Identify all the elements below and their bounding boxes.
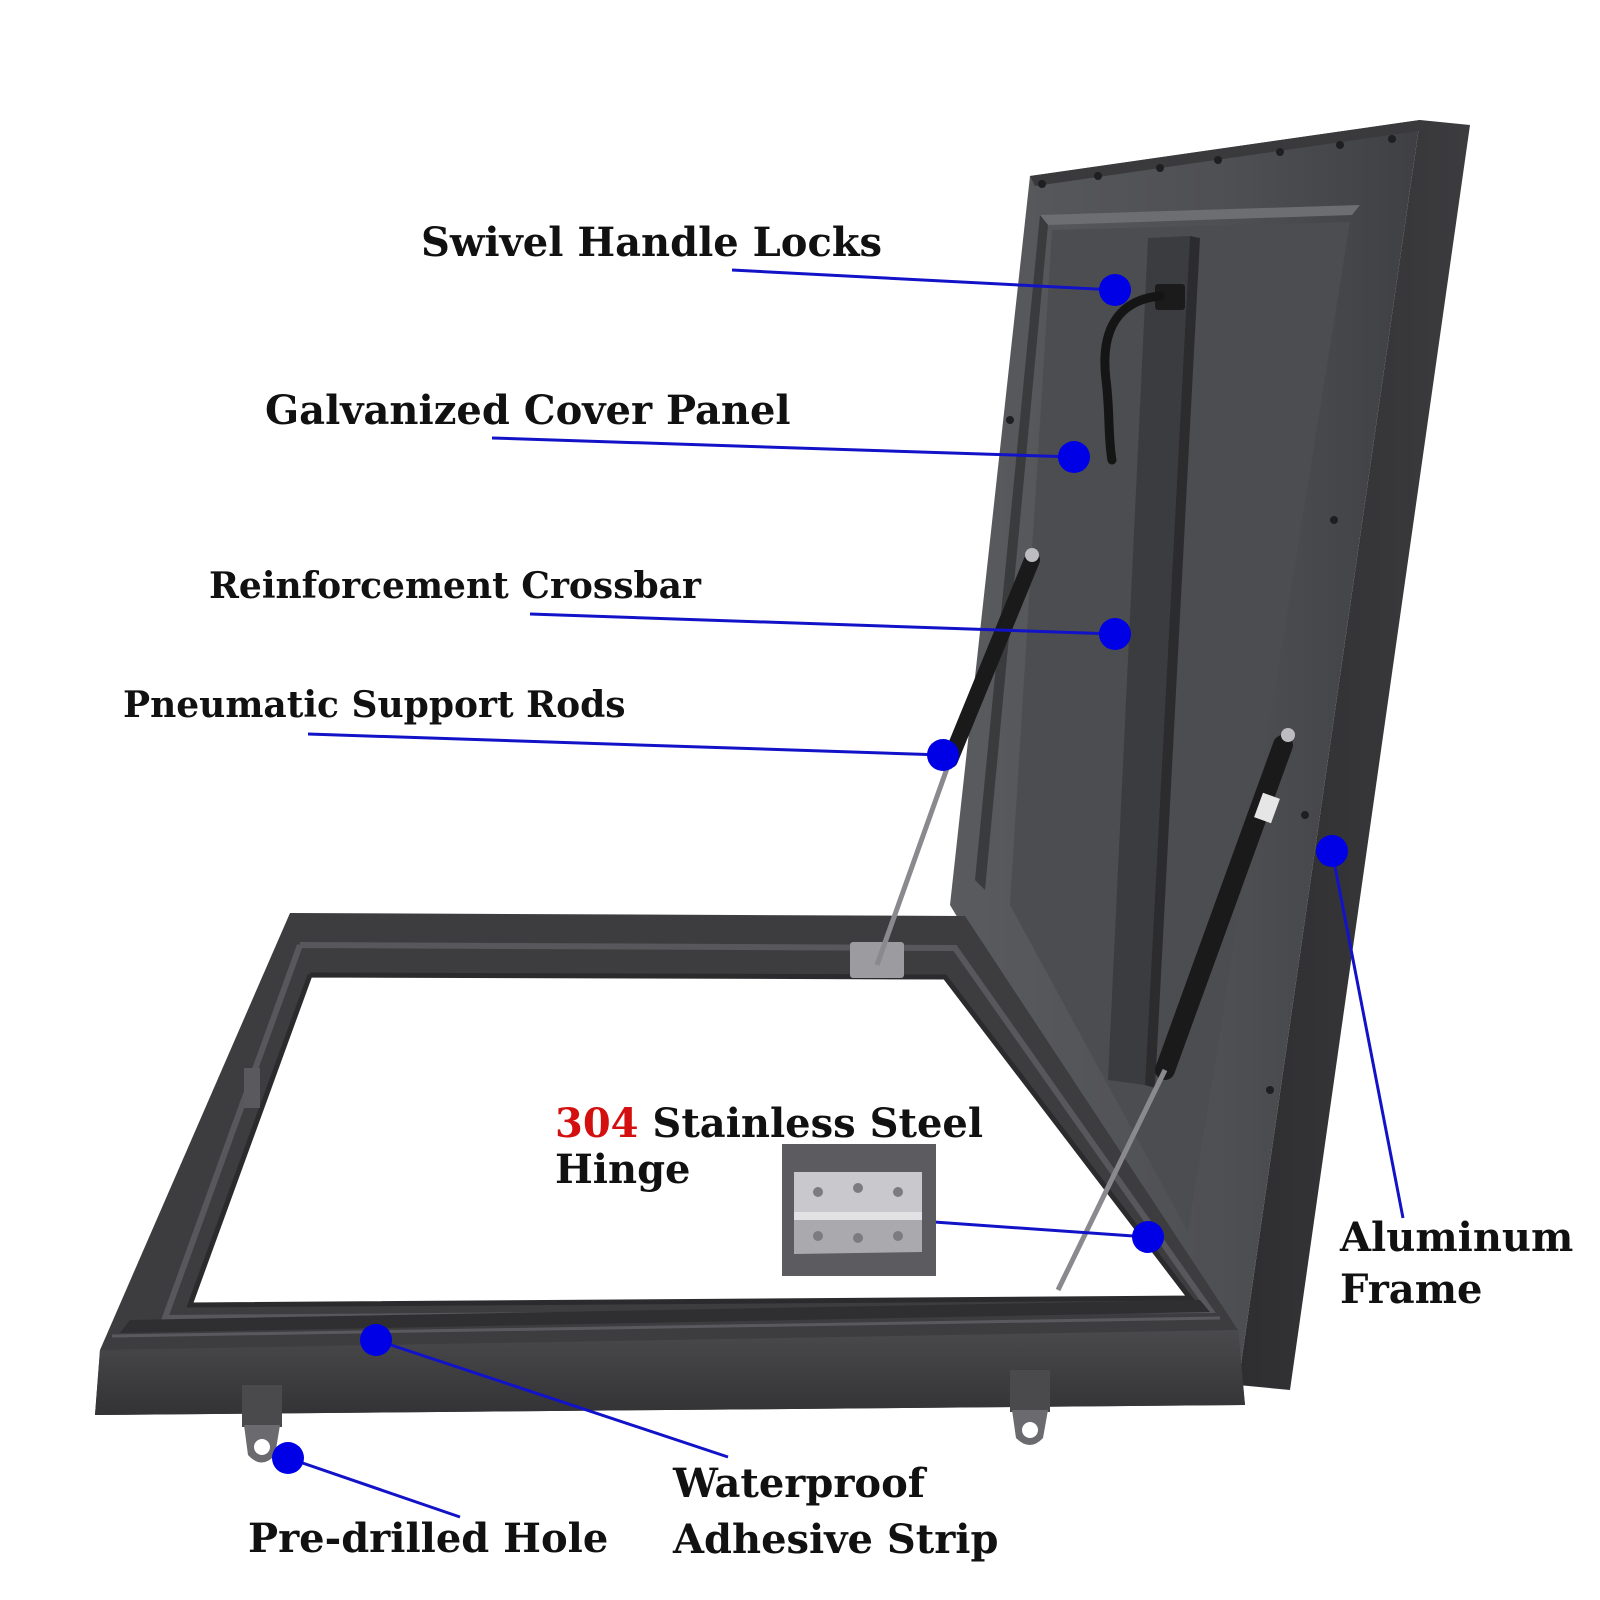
waterproof-line1: Waterproof xyxy=(673,1460,925,1507)
label-swivel-handle-locks: Swivel Handle Locks xyxy=(421,219,883,266)
label-hinge: 304 Stainless Steel Hinge xyxy=(555,1101,983,1193)
swivel-handle xyxy=(1100,284,1185,465)
leader-line-galvanized xyxy=(491,436,1075,459)
cover-panel xyxy=(950,120,1470,1390)
aluminum-line1: Aluminum xyxy=(1340,1214,1574,1261)
label-galvanized-cover-panel: Galvanized Cover Panel xyxy=(265,387,791,434)
leader-line-crossbar xyxy=(529,612,1116,636)
mounting-tab-left xyxy=(242,1385,282,1463)
leader-line-pneumatic xyxy=(307,732,944,757)
label-aluminum-frame: Aluminum Frame xyxy=(1340,1212,1573,1316)
pneumatic-support-rods xyxy=(874,548,1295,1292)
leader-line-waterproof xyxy=(375,1338,729,1459)
mounting-tab-right xyxy=(1010,1370,1050,1445)
aluminum-line2: Frame xyxy=(1340,1266,1483,1313)
marker-aluminum-frame xyxy=(1316,835,1348,867)
label-waterproof-adhesive-strip: Waterproof Adhesive Strip xyxy=(673,1456,998,1568)
marker-predrilled-hole xyxy=(272,1442,304,1474)
hinge-title-rest: Stainless Steel xyxy=(638,1100,984,1147)
marker-hinge xyxy=(1132,1221,1164,1253)
marker-waterproof-strip xyxy=(360,1324,392,1356)
leader-line-swivel xyxy=(731,268,1116,292)
leader-lines xyxy=(287,268,1405,1519)
leader-line-aluminum xyxy=(1330,850,1405,1219)
marker-swivel-handle xyxy=(1099,274,1131,306)
leader-line-predrilled xyxy=(287,1456,461,1519)
marker-dots xyxy=(272,274,1348,1474)
marker-crossbar xyxy=(1099,618,1131,650)
marker-cover-panel xyxy=(1058,441,1090,473)
leader-line-hinge xyxy=(933,1220,1149,1239)
waterproof-line2: Adhesive Strip xyxy=(673,1516,999,1563)
label-pneumatic-support-rods: Pneumatic Support Rods xyxy=(123,684,626,726)
label-reinforcement-crossbar: Reinforcement Crossbar xyxy=(209,565,701,607)
hinge-grade-number: 304 xyxy=(555,1100,639,1147)
marker-pneumatic-rod xyxy=(927,739,959,771)
hinge-title-line2: Hinge xyxy=(555,1146,691,1193)
hinge-inset-photo xyxy=(782,1144,936,1276)
label-pre-drilled-hole: Pre-drilled Hole xyxy=(248,1515,609,1562)
